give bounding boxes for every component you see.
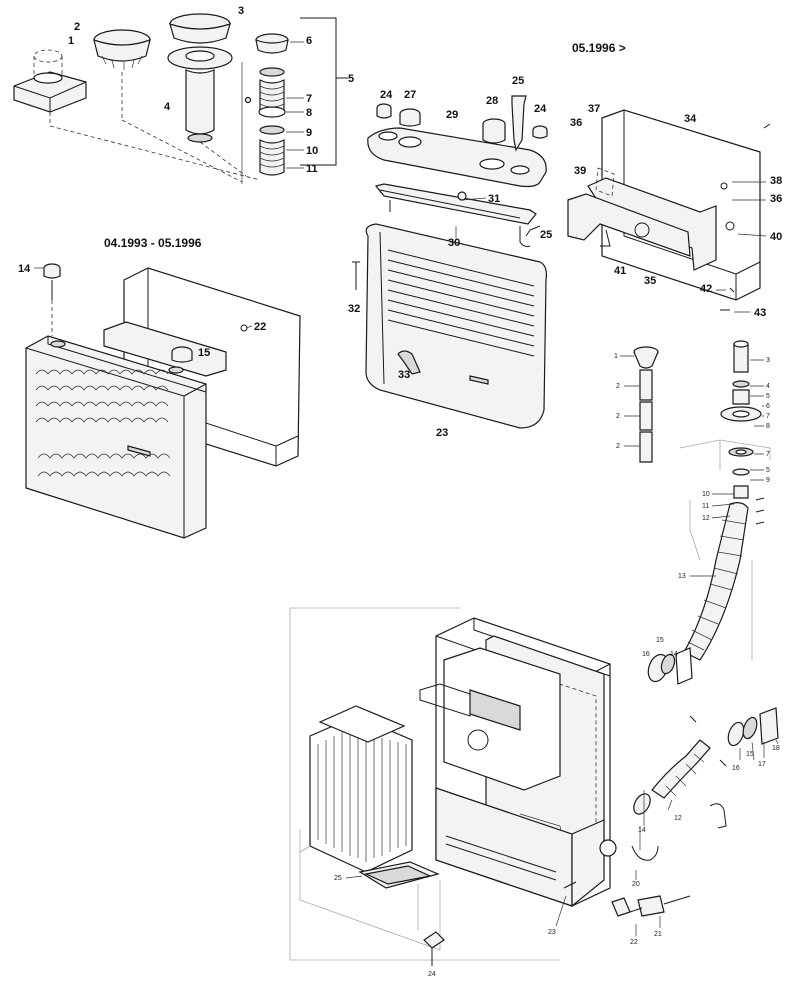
body-label-16b: 16 bbox=[732, 765, 740, 772]
body-label-15b: 15 bbox=[746, 751, 754, 758]
label-14-old: 14 bbox=[18, 263, 31, 275]
label-41: 41 bbox=[614, 265, 626, 277]
body-label-17: 17 bbox=[758, 761, 766, 768]
old-model-assembly: 04.1993 - 05.1996 14 15 22 bbox=[18, 236, 301, 539]
louvres bbox=[387, 249, 535, 357]
label-3: 3 bbox=[238, 5, 244, 17]
label-11: 11 bbox=[306, 163, 318, 175]
label-37: 37 bbox=[588, 103, 600, 115]
kit-label-2b: 2 bbox=[616, 413, 620, 420]
body-label-16a: 16 bbox=[642, 651, 650, 658]
label-35: 35 bbox=[644, 275, 656, 287]
body-label-22: 22 bbox=[630, 939, 638, 946]
label-36a: 36 bbox=[570, 117, 582, 129]
label-36b: 36 bbox=[770, 193, 782, 205]
kit-label-8: 8 bbox=[766, 423, 770, 430]
flue-cowl-assembly: 1 2 3 4 5 6 7 8 9 10 11 bbox=[13, 5, 354, 184]
label-33: 33 bbox=[398, 369, 410, 381]
body-label-24: 24 bbox=[428, 971, 436, 978]
heading-date-new: 05.1996 > bbox=[572, 41, 626, 55]
label-40: 40 bbox=[770, 231, 782, 243]
label-15-old: 15 bbox=[198, 347, 210, 359]
kit-label-7b: 7 bbox=[766, 451, 770, 458]
kit-label-9: 9 bbox=[766, 477, 770, 484]
label-39: 39 bbox=[574, 165, 586, 177]
body-label-12b: 12 bbox=[674, 815, 682, 822]
old-grille bbox=[35, 369, 171, 477]
body-label-15a: 15 bbox=[656, 637, 664, 644]
body-label-20: 20 bbox=[632, 881, 640, 888]
label-32: 32 bbox=[348, 303, 360, 315]
body-label-21: 21 bbox=[654, 931, 662, 938]
label-25a: 25 bbox=[512, 75, 524, 87]
label-6: 6 bbox=[306, 35, 312, 47]
label-42: 42 bbox=[700, 283, 712, 295]
kit-label-7a: 7 bbox=[766, 413, 770, 420]
kit-label-2a: 2 bbox=[616, 383, 620, 390]
body-label-18: 18 bbox=[772, 745, 780, 752]
label-38: 38 bbox=[770, 175, 782, 187]
kit-label-13: 13 bbox=[678, 573, 686, 580]
kit-label-2c: 2 bbox=[616, 443, 620, 450]
kit-label-1: 1 bbox=[614, 353, 618, 360]
kit-label-4: 4 bbox=[766, 383, 770, 390]
part-3-4-cap-tube bbox=[167, 13, 233, 143]
label-24b: 24 bbox=[534, 103, 547, 115]
body-label-25: 25 bbox=[334, 875, 342, 882]
body-label-14a: 14 bbox=[670, 651, 678, 658]
kit-label-6: 6 bbox=[766, 403, 770, 410]
label-43: 43 bbox=[754, 307, 766, 319]
label-30: 30 bbox=[448, 237, 460, 249]
kit-label-12: 12 bbox=[702, 515, 710, 522]
label-8: 8 bbox=[306, 107, 312, 119]
label-9: 9 bbox=[306, 127, 312, 139]
front-cover-assembly: 24 27 29 28 25 24 31 30 25 32 33 23 bbox=[348, 75, 552, 439]
label-28: 28 bbox=[486, 95, 498, 107]
label-23: 23 bbox=[436, 427, 448, 439]
kit-label-5a: 5 bbox=[766, 393, 770, 400]
label-10: 10 bbox=[306, 145, 318, 157]
label-29: 29 bbox=[446, 109, 458, 121]
label-25b: 25 bbox=[540, 229, 552, 241]
label-1: 1 bbox=[68, 35, 74, 47]
heater-body-assembly: 15 16 14 16 15 17 18 12 14 20 21 22 23 2… bbox=[289, 607, 780, 978]
part-2-dome-cap bbox=[93, 29, 151, 120]
part-1-cowl-base bbox=[13, 49, 87, 113]
heading-date-old: 04.1993 - 05.1996 bbox=[104, 236, 202, 250]
label-22-old: 22 bbox=[254, 321, 266, 333]
label-24a: 24 bbox=[380, 89, 393, 101]
body-label-23: 23 bbox=[548, 929, 556, 936]
kit-label-5b: 5 bbox=[766, 467, 770, 474]
label-27: 27 bbox=[404, 89, 416, 101]
chimney-kit: 1 2 2 2 3 4 5 6 7 8 7 5 9 10 11 12 13 bbox=[614, 340, 771, 661]
label-2: 2 bbox=[74, 21, 80, 33]
part-6-11-tube-stack bbox=[244, 33, 289, 176]
kit-label-10: 10 bbox=[702, 491, 710, 498]
kit-label-11: 11 bbox=[702, 503, 709, 510]
label-7: 7 bbox=[306, 93, 312, 105]
kit-label-3: 3 bbox=[766, 357, 770, 364]
label-34: 34 bbox=[684, 113, 697, 125]
casing-assembly: 05.1996 > 36 37 34 39 38 36 40 41 35 42 … bbox=[567, 41, 782, 319]
body-label-14b: 14 bbox=[638, 827, 646, 834]
label-4: 4 bbox=[164, 101, 171, 113]
label-31: 31 bbox=[488, 193, 500, 205]
label-5: 5 bbox=[348, 73, 354, 85]
